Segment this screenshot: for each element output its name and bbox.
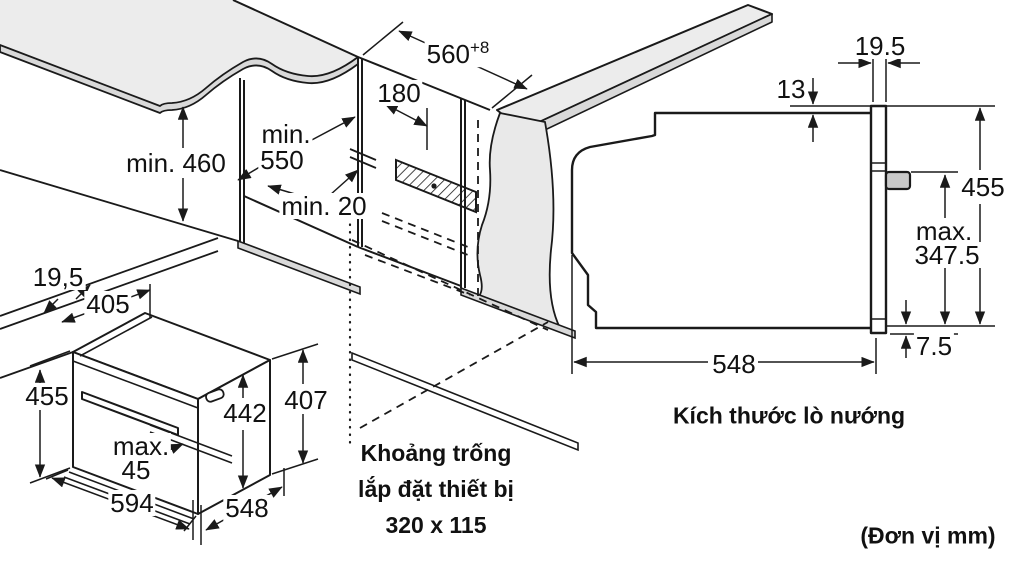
oven-side-view xyxy=(570,104,912,335)
dim-oven-front-height: 455 xyxy=(23,381,71,411)
torn-side-panel xyxy=(476,111,562,330)
countertop xyxy=(0,0,773,139)
installation-note-line1: Khoảng trống xyxy=(360,440,512,466)
dim-niche-width: 560+8 xyxy=(424,38,492,69)
vent-dot xyxy=(431,183,437,189)
fascia xyxy=(869,104,888,335)
dim-oven-top-depth: 405 xyxy=(84,289,132,319)
dim-fascia-depth: 19.5 xyxy=(852,31,908,61)
hidden-edges xyxy=(351,120,549,429)
dim-bottom-overhang: 7.5 xyxy=(913,331,955,361)
dim-door-max-word: max. xyxy=(110,431,172,461)
side-view-handle xyxy=(884,170,912,191)
dim-side-height: 455 xyxy=(959,172,1007,202)
dim-niche-height: min. 460 xyxy=(124,148,228,178)
dim-side-depth: 548 xyxy=(710,349,758,379)
dim-vent-offset: 180 xyxy=(375,78,423,108)
dimensions-right xyxy=(571,57,995,374)
dim-oven-top-overhang: 19,5 xyxy=(30,262,86,292)
niche-width-tolerance: +8 xyxy=(470,38,490,58)
dim-oven-rear-height: 407 xyxy=(282,385,330,415)
dim-top-overhang: 13 xyxy=(774,74,808,104)
installation-note: Khoảng trống lắp đặt thiết bị 320 x 115 xyxy=(358,435,514,543)
installation-note-line2: lắp đặt thiết bị xyxy=(358,476,514,502)
dim-handle-max-word: max. xyxy=(913,216,975,246)
niche-structure xyxy=(0,56,579,452)
dim-niche-depth-value: 550 xyxy=(258,145,306,175)
dim-oven-body-depth: 548 xyxy=(223,493,271,523)
side-view-caption: Kích thước lò nướng xyxy=(672,402,906,429)
dim-handle-max-value: 347.5 xyxy=(912,240,982,270)
side-vent-slot xyxy=(205,388,225,403)
installation-note-line3: 320 x 115 xyxy=(385,512,487,538)
unit-note: (Đơn vị mm) xyxy=(860,522,996,549)
vent-hatch xyxy=(349,148,477,214)
dim-oven-front-width: 594 xyxy=(108,488,156,518)
dim-oven-body-height: 442 xyxy=(221,398,269,428)
dim-door-max-value: 45 xyxy=(119,455,153,485)
dim-rear-gap: min. 20 xyxy=(279,191,369,221)
dim-niche-depth-word: min. xyxy=(259,119,313,149)
